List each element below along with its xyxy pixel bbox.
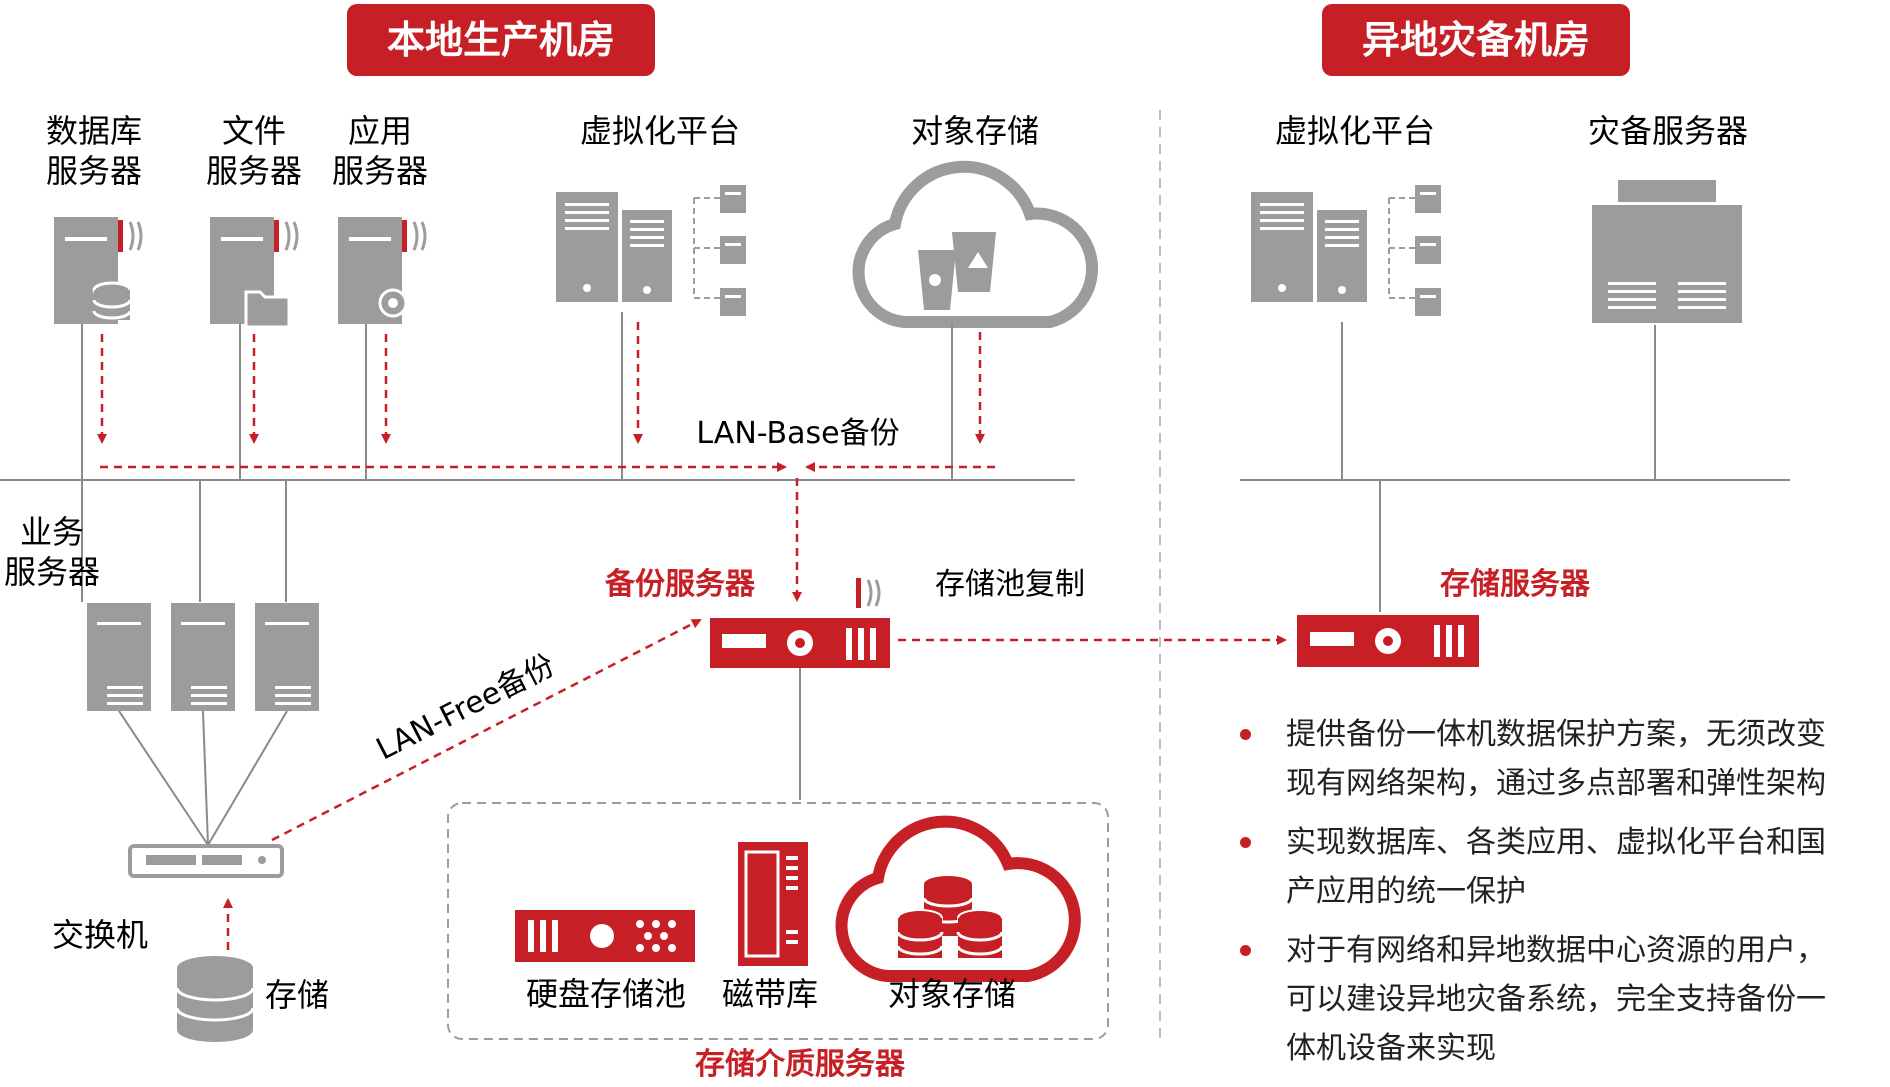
virtualization-label: 虚拟化平台 [580, 112, 740, 150]
object-storage-label: 对象存储 [911, 112, 1039, 150]
file-server-label-2: 服务器 [206, 152, 302, 190]
bullet-item: 对于有网络和异地数据中心资源的用户， 可以建设异地灾备系统，完全支持备份一 体机… [1238, 926, 1888, 1073]
storage-label: 存储 [265, 976, 329, 1014]
backup-appliance-icon [710, 578, 890, 668]
bullet-line: 提供备份一体机数据保护方案，无须改变 [1286, 717, 1826, 752]
storage-server-label: 存储服务器 [1440, 567, 1591, 602]
storage-server-icon [1297, 615, 1479, 667]
lan-free-arrow [271, 618, 702, 842]
tape-library-label: 磁带库 [722, 975, 818, 1013]
disk-storage-icon [175, 956, 255, 1042]
media-server-label: 存储介质服务器 [695, 1047, 906, 1082]
bullet-line: 产应用的统一保护 [1286, 874, 1526, 909]
remote-virtualization-label: 虚拟化平台 [1275, 112, 1435, 150]
feature-bullets: 提供备份一体机数据保护方案，无须改变 现有网络架构，通过多点部署和弹性架构 实现… [1238, 710, 1888, 1083]
bullet-item: 实现数据库、各类应用、虚拟化平台和国 产应用的统一保护 [1238, 818, 1888, 916]
remote-room-title: 异地灾备机房 [1362, 18, 1590, 62]
local-room-badge: 本地生产机房 [347, 4, 655, 76]
object-storage-media-icon [835, 815, 1081, 982]
disk-pool-icon [515, 910, 695, 962]
virtualization-icon [556, 185, 746, 316]
bullet-line: 体机设备来实现 [1286, 1031, 1496, 1066]
bullet-line: 可以建设异地灾备系统，完全支持备份一 [1286, 982, 1826, 1017]
remote-network-bus [1240, 322, 1790, 612]
db-server-label-1: 数据库 [46, 112, 142, 150]
remote-virtualization-icon [1251, 185, 1441, 316]
file-server-label-1: 文件 [222, 112, 286, 150]
bullet-line: 对于有网络和异地数据中心资源的用户， [1286, 933, 1826, 968]
app-server-label-2: 服务器 [332, 152, 428, 190]
lan-base-label: LAN-Base备份 [696, 416, 899, 451]
remote-room-badge: 异地灾备机房 [1322, 4, 1630, 76]
tape-library-icon [738, 842, 808, 966]
database-server-icon [54, 217, 143, 324]
business-servers-label-1: 业务 [20, 513, 84, 551]
object-storage-media-label: 对象存储 [888, 975, 1016, 1013]
bullet-dot-icon [1240, 729, 1251, 740]
local-room-title: 本地生产机房 [387, 18, 615, 62]
dr-server-label: 灾备服务器 [1588, 112, 1748, 150]
server-to-switch-lines [118, 710, 288, 846]
db-server-label-2: 服务器 [46, 152, 142, 190]
lan-free-label: LAN-Free备份 [371, 648, 561, 768]
local-network-bus [0, 312, 1075, 800]
disk-pool-label: 硬盘存储池 [526, 975, 686, 1013]
media-group-box [447, 802, 1109, 1040]
file-server-icon [210, 217, 299, 329]
lan-base-arrows [97, 322, 995, 602]
switch-label: 交换机 [52, 916, 148, 954]
app-server-label-1: 应用 [348, 112, 412, 150]
business-server-icons [87, 603, 319, 711]
pool-replication-label: 存储池复制 [935, 567, 1085, 602]
bullet-line: 现有网络架构，通过多点部署和弹性架构 [1286, 766, 1826, 801]
bullet-dot-icon [1240, 945, 1251, 956]
switch-icon [128, 844, 284, 878]
bullet-item: 提供备份一体机数据保护方案，无须改变 现有网络架构，通过多点部署和弹性架构 [1238, 710, 1888, 808]
dr-server-icon [1592, 180, 1742, 323]
bullet-line: 实现数据库、各类应用、虚拟化平台和国 [1286, 825, 1826, 860]
cloud-storage-icon [852, 160, 1099, 328]
app-server-icon [338, 217, 427, 324]
backup-server-label: 备份服务器 [605, 567, 756, 602]
bullet-dot-icon [1240, 837, 1251, 848]
business-servers-label-2: 服务器 [4, 553, 100, 591]
